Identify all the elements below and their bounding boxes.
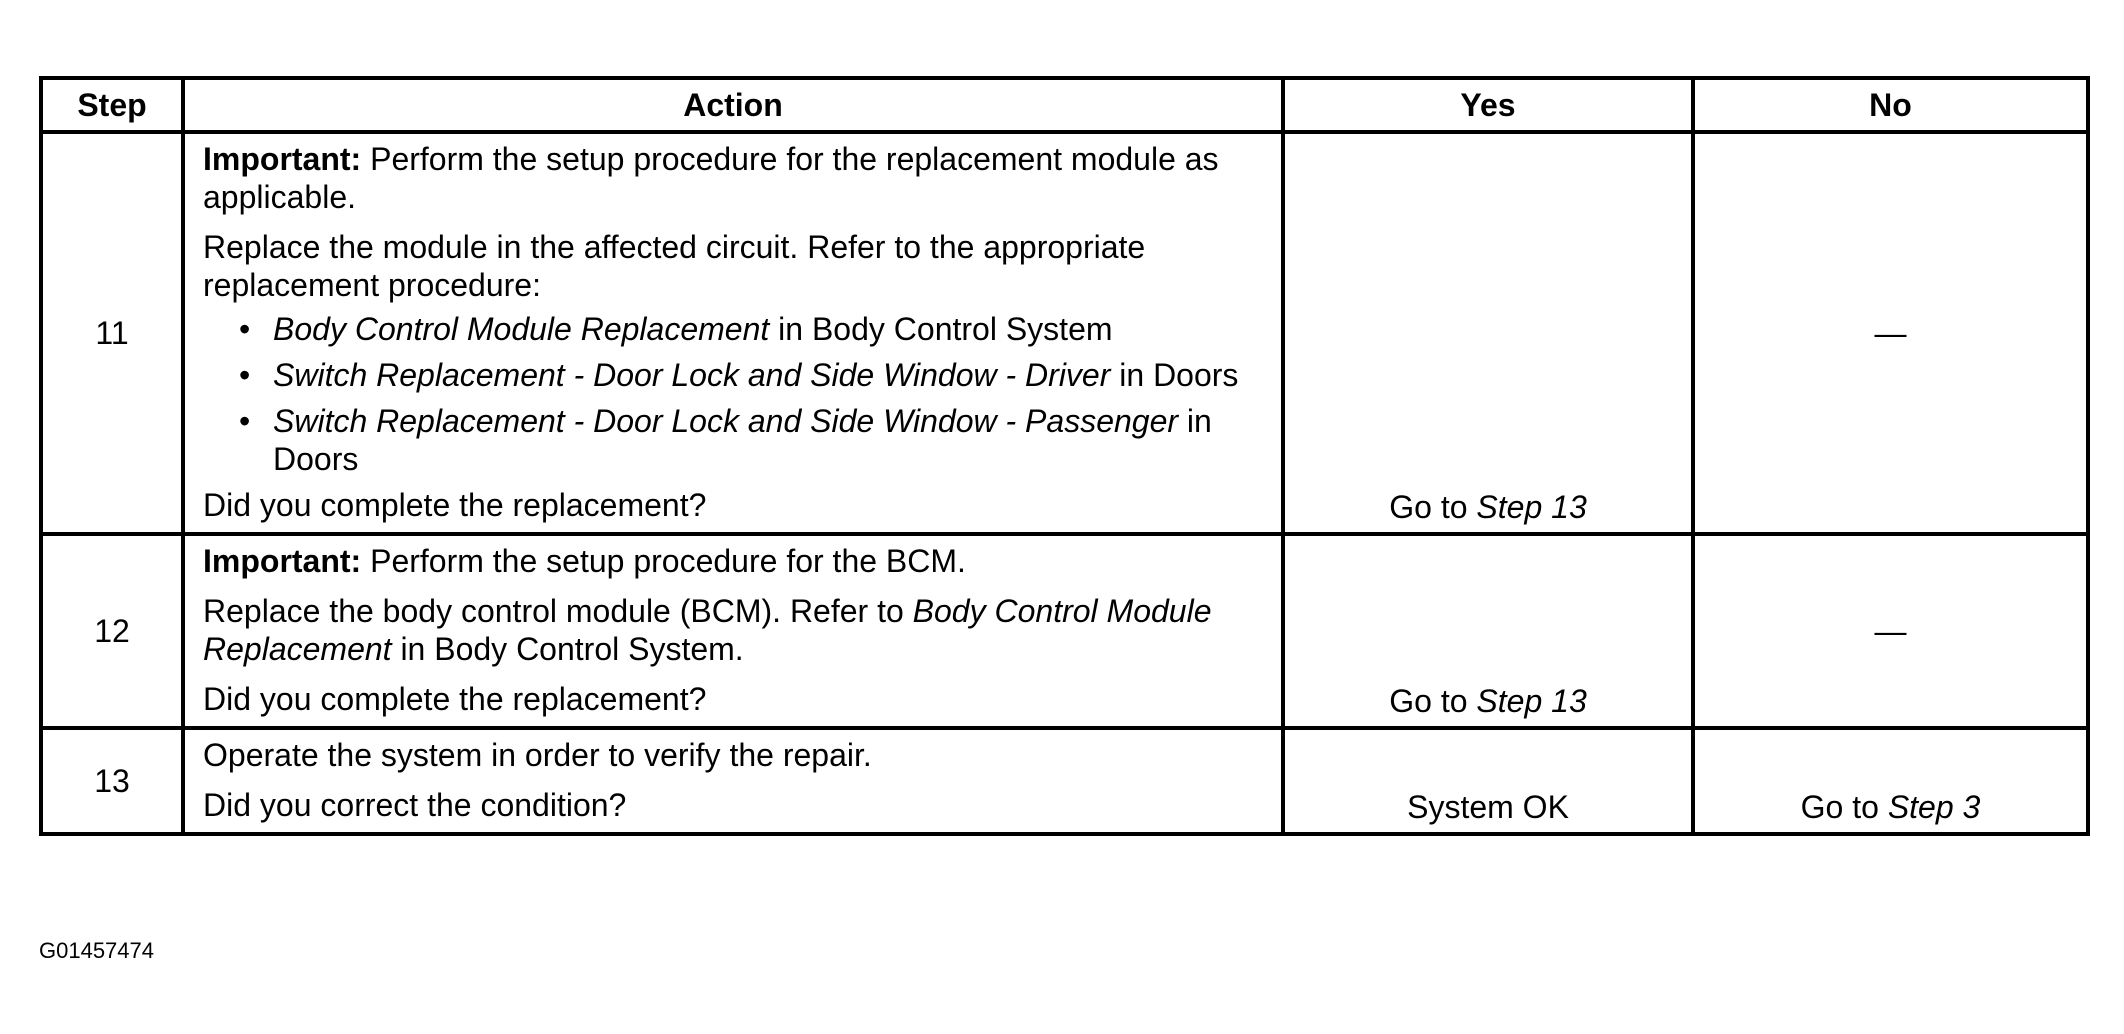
yes-step-link: Step 13 [1476, 683, 1587, 719]
question-text: Did you complete the replacement? [203, 487, 707, 523]
no-answer: — [1874, 613, 1907, 649]
header-no: No [1691, 76, 2090, 134]
yes-answer: System OK [1407, 789, 1569, 825]
yes-prefix: Go to [1389, 683, 1477, 719]
procedure-reference: Switch Replacement - Door Lock and Side … [273, 403, 1179, 439]
table-row: 13 Operate the system in order to verify… [39, 726, 2090, 836]
no-cell: — [1691, 532, 2090, 730]
no-step-link: Step 3 [1887, 789, 1981, 825]
figure-id: G01457474 [39, 938, 154, 963]
instruction-tail: in Body Control System. [391, 631, 744, 667]
yes-cell: System OK [1281, 726, 1695, 836]
procedure-location: in Body Control System [769, 311, 1113, 347]
important-text: Perform the setup procedure for the BCM. [361, 543, 966, 579]
instruction-text: Operate the system in order to verify th… [203, 737, 872, 773]
instruction-text: Replace the body control module (BCM). R… [203, 592, 1263, 668]
important-note: Important: Perform the setup procedure f… [203, 140, 1263, 216]
diagnostic-table: Step Action Yes No 11 Important: Perform… [39, 76, 2090, 836]
no-cell: Go to Step 3 [1691, 726, 2090, 836]
list-item: • Switch Replacement - Door Lock and Side… [203, 402, 1263, 478]
no-answer: — [1874, 315, 1907, 351]
important-note: Important: Perform the setup procedure f… [203, 542, 1263, 580]
action-cell: Operate the system in order to verify th… [181, 726, 1285, 836]
yes-answer: Go to Step 13 [1285, 682, 1691, 720]
procedure-reference: Body Control Module Replacement [203, 593, 1212, 667]
procedure-location: in Doors [273, 403, 1212, 477]
yes-answer: Go to Step 13 [1285, 488, 1691, 526]
bullet-icon: • [239, 311, 251, 347]
action-cell: Important: Perform the setup procedure f… [181, 130, 1285, 536]
important-label: Important: [203, 141, 362, 177]
list-item: • Body Control Module Replacement in Body… [203, 310, 1263, 348]
bullet-icon: • [239, 403, 251, 439]
step-number: 11 [39, 130, 185, 536]
table-row: 11 Important: Perform the setup procedur… [39, 130, 2090, 536]
instruction-plain: Replace the body control module (BCM). R… [203, 593, 913, 629]
question-text: Did you complete the replacement? [203, 681, 707, 717]
list-item: • Switch Replacement - Door Lock and Side… [203, 356, 1263, 394]
header-yes: Yes [1281, 76, 1695, 134]
procedure-reference: Body Control Module Replacement [273, 311, 770, 347]
action-cell: Important: Perform the setup procedure f… [181, 532, 1285, 730]
table-row: 12 Important: Perform the setup procedur… [39, 532, 2090, 730]
instruction-text: Replace the module in the affected circu… [203, 229, 1146, 303]
important-text: Perform the setup procedure for the repl… [203, 141, 1219, 215]
procedure-location: in Doors [1110, 357, 1239, 393]
no-cell: — [1691, 130, 2090, 536]
step-number: 12 [39, 532, 185, 730]
procedure-reference: Switch Replacement - Door Lock and Side … [273, 357, 1111, 393]
no-answer: Go to Step 3 [1695, 788, 2086, 826]
yes-cell: Go to Step 13 [1281, 130, 1695, 536]
question-text: Did you correct the condition? [203, 787, 627, 823]
header-action: Action [181, 76, 1285, 134]
bullet-icon: • [239, 357, 251, 393]
yes-prefix: Go to [1389, 489, 1477, 525]
step-number: 13 [39, 726, 185, 836]
no-prefix: Go to [1800, 789, 1888, 825]
table-header-row: Step Action Yes No [39, 76, 2090, 134]
procedure-list: • Body Control Module Replacement in Body… [203, 310, 1263, 478]
important-label: Important: [203, 543, 362, 579]
yes-step-link: Step 13 [1476, 489, 1587, 525]
yes-cell: Go to Step 13 [1281, 532, 1695, 730]
header-step: Step [39, 76, 185, 134]
